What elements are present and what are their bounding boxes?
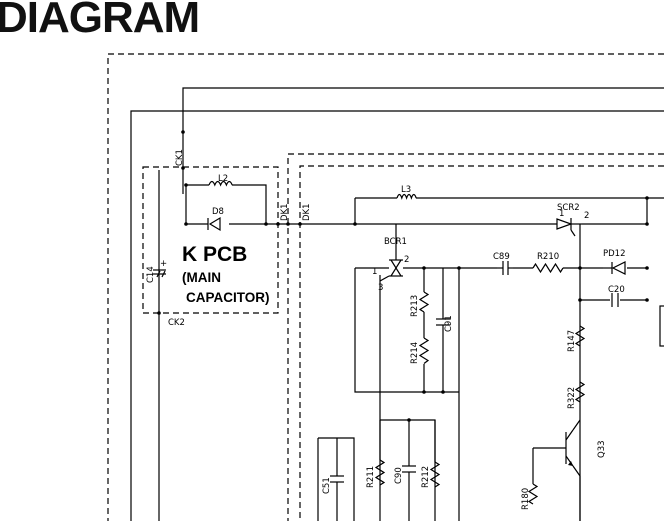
- transistor-q33: [565, 429, 574, 467]
- resistor-r213: [418, 291, 430, 313]
- label-r180: R180: [521, 488, 531, 510]
- capacitor-c90: [402, 465, 416, 482]
- board-description-line2: CAPACITOR): [186, 290, 270, 305]
- outer-board-outline: [107, 53, 664, 521]
- label-c14: C14: [146, 266, 156, 283]
- page-title: DIAGRAM: [0, 0, 200, 42]
- board-description-line1: (MAIN: [182, 270, 221, 285]
- label-d8: D8: [212, 207, 224, 217]
- label-dk1-b: DK1: [302, 203, 312, 221]
- capacitor-c14: +: [153, 259, 167, 278]
- wiring: [130, 87, 664, 521]
- label-q33: Q33: [597, 440, 607, 458]
- resistor-r214: [418, 337, 430, 364]
- resistor-r147: [574, 325, 586, 347]
- capacitor-c51: [330, 475, 344, 492]
- resistor-r180: [527, 483, 539, 505]
- label-dk1-a: DK1: [280, 203, 290, 221]
- label-c90: C90: [394, 467, 404, 484]
- board-name: K PCB: [182, 243, 247, 266]
- label-l3: L3: [401, 185, 411, 195]
- svg-text:+: +: [160, 259, 167, 269]
- junction-dots: [157, 130, 649, 422]
- capacitor-c20: [611, 293, 619, 307]
- inductor-l2: [208, 180, 233, 187]
- svg-text:2: 2: [584, 211, 589, 221]
- components: + 1 2 1 3 2: [153, 180, 626, 505]
- svg-text:1: 1: [559, 209, 564, 219]
- capacitor-c89: [497, 261, 513, 275]
- label-r214: R214: [410, 342, 420, 364]
- svg-text:2: 2: [404, 255, 409, 265]
- offpage-block: [659, 305, 664, 347]
- label-c91: C91: [444, 315, 454, 332]
- board-outlines: [107, 53, 664, 521]
- label-pd12: PD12: [603, 249, 626, 259]
- k-pcb-outline: [142, 166, 279, 314]
- label-ck1: CK1: [175, 149, 185, 166]
- svg-text:3: 3: [378, 283, 383, 293]
- resistor-r212: [429, 461, 441, 488]
- triac-bcr1: 1 3 2: [372, 255, 409, 293]
- labels: CK1 CK2 DK1 DK1 L2 D8 C14 L3 SCR2 BCR1 C…: [146, 149, 626, 510]
- label-ck2: CK2: [168, 318, 185, 328]
- label-scr2: SCR2: [557, 203, 580, 213]
- label-c89: C89: [493, 252, 510, 262]
- diode-d8: [207, 216, 221, 232]
- inductor-l3: [396, 193, 417, 200]
- resistor-r211: [374, 459, 386, 486]
- label-l2: L2: [218, 174, 228, 184]
- label-r322: R322: [567, 387, 577, 409]
- capacitor-c91: [436, 316, 450, 332]
- svg-text:1: 1: [372, 267, 377, 277]
- label-r147: R147: [567, 330, 577, 352]
- thyristor-scr2: 1 2: [556, 209, 589, 237]
- label-r211: R211: [366, 466, 376, 488]
- label-c20: C20: [608, 285, 625, 295]
- label-r212: R212: [421, 466, 431, 488]
- label-c51: C51: [322, 477, 332, 494]
- resistor-r210: [532, 262, 564, 274]
- label-r210: R210: [537, 252, 559, 262]
- resistor-r322: [574, 381, 586, 403]
- diode-pd12: [603, 261, 626, 275]
- inner-board-outline-1: [287, 153, 664, 521]
- label-r213: R213: [410, 295, 420, 317]
- label-bcr1: BCR1: [384, 237, 407, 247]
- inner-board-outline-2: [299, 165, 664, 521]
